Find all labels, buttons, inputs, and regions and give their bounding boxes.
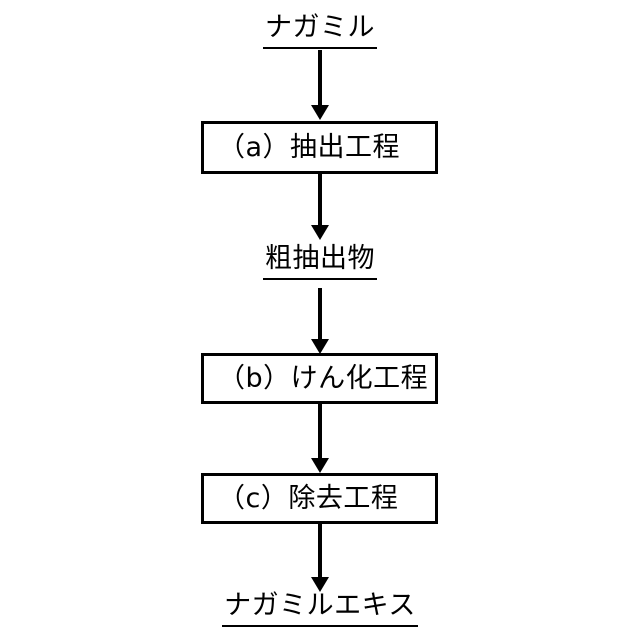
process-box-c-label: （c）除去工程 <box>218 482 399 514</box>
arrow-b-to-c <box>307 404 333 473</box>
node-input-material: ナガミル <box>0 12 640 49</box>
arrow-shaft <box>318 288 322 341</box>
node-intermediate-material: 粗抽出物 <box>0 243 640 280</box>
process-box-a-label: （a）抽出工程 <box>218 131 401 163</box>
input-material-label: ナガミル <box>263 12 377 49</box>
arrow-input-to-a <box>307 50 333 120</box>
arrow-shaft <box>318 404 322 460</box>
arrow-intermediate-to-b <box>307 288 333 354</box>
process-box-b[interactable]: （b）けん化工程 <box>201 353 438 404</box>
arrow-shaft <box>318 524 322 579</box>
arrow-shaft <box>318 50 322 107</box>
arrow-head <box>311 105 329 120</box>
intermediate-material-label: 粗抽出物 <box>263 243 377 280</box>
arrow-c-to-output <box>307 524 333 592</box>
output-material-label: ナガミルエキス <box>222 590 418 627</box>
arrow-head <box>311 339 329 354</box>
arrow-head <box>311 225 329 240</box>
arrow-head <box>311 458 329 473</box>
arrow-a-to-intermediate <box>307 174 333 240</box>
process-box-a[interactable]: （a）抽出工程 <box>201 121 438 174</box>
process-box-c[interactable]: （c）除去工程 <box>201 473 438 524</box>
process-box-b-label: （b）けん化工程 <box>218 362 429 394</box>
arrow-head <box>311 577 329 592</box>
arrow-shaft <box>318 174 322 227</box>
node-output-material: ナガミルエキス <box>0 590 640 627</box>
